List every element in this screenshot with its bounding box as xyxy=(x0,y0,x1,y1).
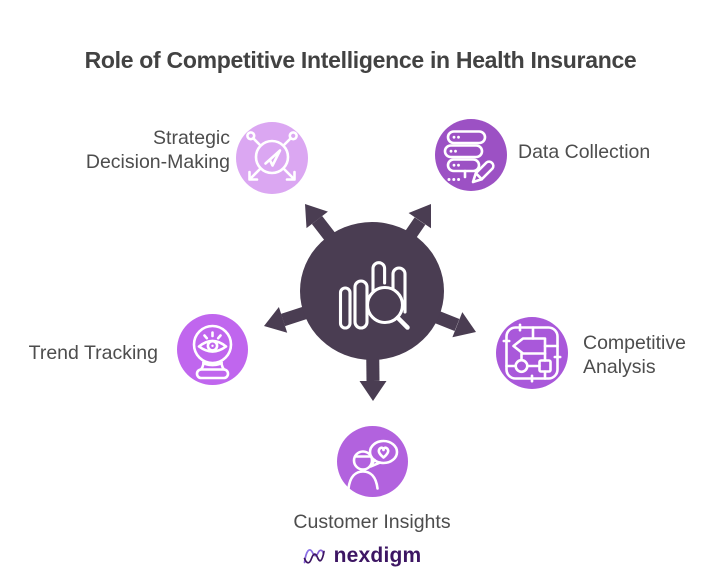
strategic-node-circle xyxy=(236,122,308,194)
customer-insights-node-circle xyxy=(337,426,408,497)
customer-insights-label: Customer Insights xyxy=(293,511,451,533)
arrow-head-top-right xyxy=(408,204,431,229)
strategy-board-icon xyxy=(502,323,562,383)
arrow-head-top-left xyxy=(305,204,328,229)
crystal-ball-eye-icon xyxy=(192,324,233,380)
page-title: Role of Competitive Intelligence in Heal… xyxy=(84,47,637,73)
trend-tracking-label: Trend Tracking xyxy=(28,342,158,364)
strategic-decision-making-label: Strategic Decision-Making xyxy=(85,127,230,173)
arrow-head-bottom xyxy=(359,381,387,401)
logo: nexdigm xyxy=(0,542,721,570)
database-pencil-icon xyxy=(443,130,495,184)
bar-chart-magnifier-icon xyxy=(338,261,410,330)
competitive-analysis-label: Competitive Analysis xyxy=(583,332,686,378)
trend-tracking-node-circle xyxy=(177,314,248,385)
nexdigm-wave-mark xyxy=(303,549,325,564)
arrow-head-left xyxy=(264,307,288,333)
competitive-analysis-node-circle xyxy=(496,317,568,389)
data-collection-label: Data Collection xyxy=(518,141,651,163)
arrow-head-right xyxy=(452,312,476,338)
network-navigation-icon xyxy=(246,131,298,181)
logo-text: nexdigm xyxy=(333,544,422,567)
person-heart-speech-icon xyxy=(347,439,399,490)
data-collection-node-circle xyxy=(435,119,507,191)
